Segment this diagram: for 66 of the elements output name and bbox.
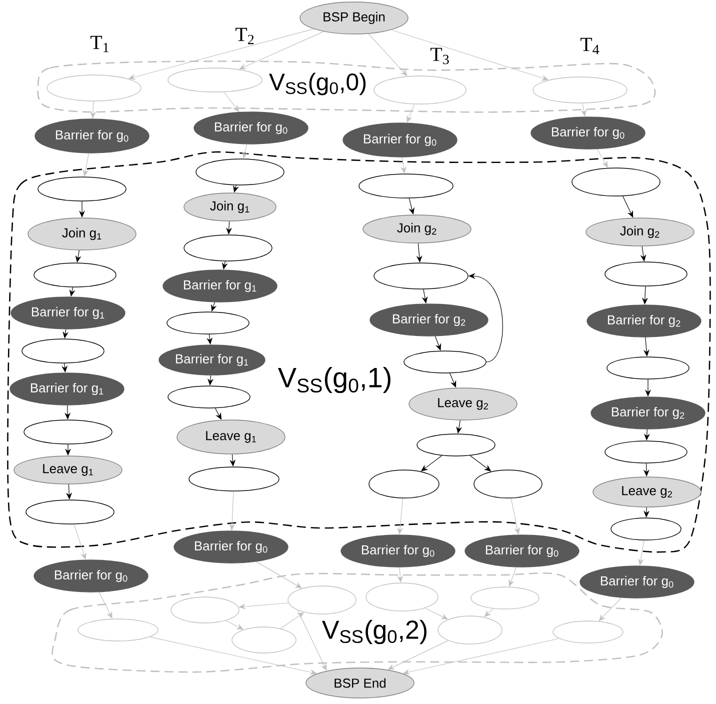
arrow <box>214 408 222 420</box>
empty-ellipse <box>78 618 158 642</box>
empty-ellipse <box>168 386 250 408</box>
empty-ellipse <box>604 440 688 464</box>
ellipse-node: Barrier for g$_{2}$ <box>370 304 488 336</box>
empty-ellipse <box>34 262 116 288</box>
ellipse-node: Barrier for g$_{0}$ <box>194 112 308 144</box>
empty-ellipse <box>358 174 454 198</box>
ellipse-node: Barrier for g$_{0}$ <box>580 566 694 598</box>
ellipse-node: Barrier for g$_{1}$ <box>10 296 126 330</box>
ellipse-node: Barrier for g$_{0}$ <box>34 560 148 592</box>
empty-ellipse <box>404 350 486 374</box>
ellipse-node: Barrier for g$_{0}$ <box>342 122 458 158</box>
empty-ellipse <box>368 470 440 498</box>
ellipse-node: Leave g$_{2}$ <box>592 476 702 508</box>
empty-ellipse <box>532 76 628 104</box>
ellipse-node: Barrier for g$_{0}$ <box>464 534 580 568</box>
empty-ellipse <box>24 420 112 444</box>
empty-ellipse <box>366 582 438 612</box>
ellipse-node: Join g$_{2}$ <box>362 214 472 244</box>
arrow <box>256 561 302 588</box>
empty-ellipse <box>38 176 126 202</box>
empty-ellipse <box>188 466 280 492</box>
empty-ellipse <box>374 262 468 290</box>
ellipse-node: Join g$_{1}$ <box>28 218 136 250</box>
ellipse-node: Barrier for g$_{0}$ <box>340 534 456 568</box>
empty-ellipse <box>470 586 540 610</box>
ellipse-node: Barrier for g$_{0}$ <box>34 118 150 154</box>
arrow <box>224 92 239 112</box>
ellipse-node: Barrier for g$_{0}$ <box>174 530 288 564</box>
empty-ellipse <box>166 312 250 334</box>
ellipse-node: Leave g$_{1}$ <box>176 420 286 454</box>
empty-ellipse <box>374 76 466 104</box>
arrow <box>596 148 608 168</box>
empty-ellipse <box>232 626 296 654</box>
empty-ellipse <box>438 616 502 644</box>
ellipse-node: BSP End <box>306 668 414 698</box>
ellipse-node: Leave g$_{1}$ <box>14 456 122 484</box>
empty-ellipse <box>170 596 240 624</box>
ellipse-node: BSP Begin <box>300 2 408 34</box>
empty-ellipse <box>606 356 690 380</box>
empty-ellipse <box>288 586 356 614</box>
empty-ellipse <box>474 470 542 498</box>
ellipse-node: Leave g$_{2}$ <box>408 388 518 420</box>
empty-ellipse <box>572 168 660 196</box>
thread-label: T$_{1}$ <box>90 36 109 52</box>
thread-label: T$_{2}$ <box>236 28 254 44</box>
ellipse-node: Barrier for g$_{0}$ <box>530 116 646 150</box>
empty-ellipse <box>416 434 496 456</box>
empty-ellipse <box>46 74 142 102</box>
ellipse-node: Barrier for g$_{2}$ <box>586 304 702 338</box>
empty-ellipse <box>604 262 688 286</box>
ellipse-node: Barrier for g$_{1}$ <box>158 344 266 376</box>
ellipse-node: Barrier for g$_{1}$ <box>162 270 278 302</box>
empty-ellipse <box>552 620 624 644</box>
thread-label: T$_{4}$ <box>580 38 600 54</box>
ellipse-node: Join g$_{2}$ <box>586 218 694 246</box>
empty-ellipse <box>610 518 682 540</box>
empty-ellipse <box>184 234 272 262</box>
empty-ellipse <box>26 500 114 524</box>
empty-ellipse <box>22 338 104 364</box>
empty-ellipse <box>168 68 262 92</box>
ellipse-node: Join g$_{1}$ <box>184 192 276 222</box>
ellipse-node: Barrier for g$_{1}$ <box>10 372 124 406</box>
ellipse-node: Barrier for g$_{2}$ <box>590 396 706 430</box>
empty-ellipse <box>196 158 284 186</box>
